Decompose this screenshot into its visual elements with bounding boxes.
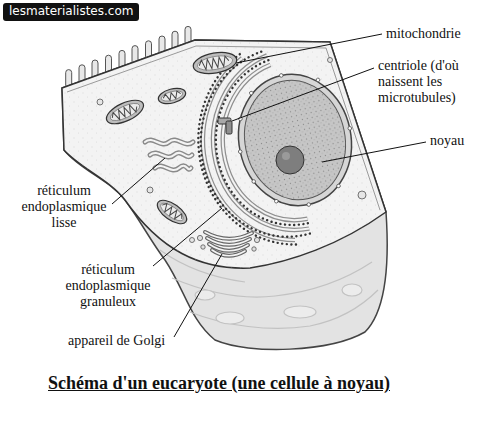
- part-label: centriole (d'où naissent les microtubule…: [378, 58, 484, 106]
- part-label: réticulum endoplasmique lisse: [18, 183, 110, 231]
- golgi-apparatus: [197, 232, 259, 256]
- cell-membrane: [62, 40, 387, 349]
- nucleolus-highlight: [282, 152, 290, 160]
- mitochondria: [103, 49, 238, 228]
- cytoplasm: [62, 40, 386, 268]
- vesicles: [97, 58, 366, 243]
- nucleus: [224, 62, 365, 219]
- smooth-er: [145, 140, 193, 170]
- caption: Schéma d'un eucaryote (une cellule à noy…: [48, 372, 390, 394]
- centriole: [218, 118, 232, 134]
- cytoplasm-texture: [62, 40, 386, 268]
- part-label: appareil de Golgi: [68, 333, 165, 349]
- part-label: réticulum endoplasmique granuleux: [62, 262, 154, 310]
- nucleolus: [276, 146, 304, 174]
- watermark: lesmaterialistes.com: [3, 3, 139, 21]
- part-label: noyau: [430, 133, 464, 149]
- part-label: mitochondrie: [386, 26, 461, 42]
